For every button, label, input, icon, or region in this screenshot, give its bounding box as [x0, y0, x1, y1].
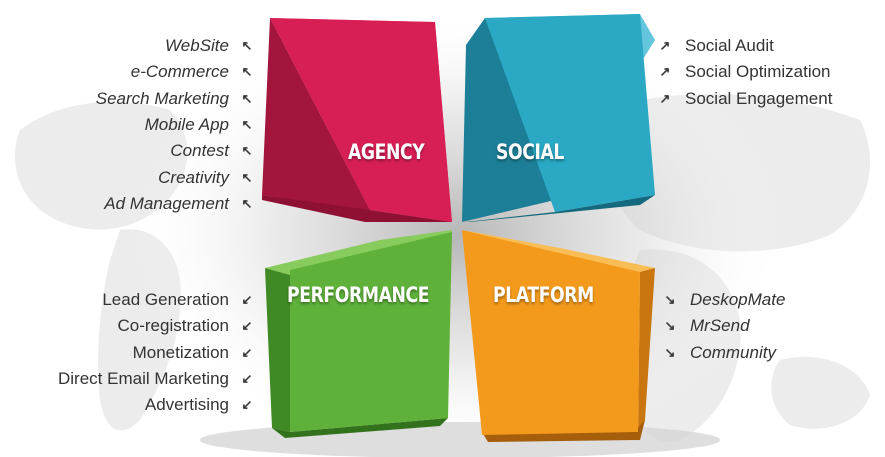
performance-service-list: Lead Generation ↙ Co-registration ↙ Moneti…	[58, 287, 257, 418]
list-item[interactable]: Creativity ↖	[96, 164, 257, 190]
agency-block-bottom	[262, 195, 452, 222]
list-item[interactable]: Advertising ↙	[58, 392, 257, 418]
arrow-down-left-icon: ↙	[241, 371, 253, 387]
arrow-down-right-icon: ↘	[664, 292, 676, 308]
performance-block[interactable]	[265, 230, 452, 438]
arrow-up-left-icon: ↖	[241, 143, 253, 159]
list-item[interactable]: ↗ Social Audit	[655, 33, 832, 59]
arrow-up-left-icon: ↖	[241, 195, 253, 211]
agency-service-list: WebSite ↖ e-Commerce ↖ Search Marketing ↖ M…	[96, 33, 257, 217]
arrow-down-left-icon: ↙	[241, 318, 253, 334]
list-item[interactable]: Direct Email Marketing ↙	[58, 366, 257, 392]
list-item[interactable]: e-Commerce ↖	[96, 59, 257, 85]
service-label: Co-registration	[117, 316, 230, 336]
agency-block-front	[270, 18, 452, 222]
performance-block-front	[290, 232, 452, 432]
agency-block-side	[262, 18, 370, 210]
arrow-down-left-icon: ↙	[241, 292, 253, 308]
service-label: Advertising	[144, 395, 229, 415]
arrow-down-right-icon: ↘	[664, 318, 676, 334]
service-label: Ad Management	[104, 193, 229, 213]
arrow-up-left-icon: ↖	[241, 64, 253, 80]
performance-block-side	[265, 268, 290, 432]
performance-label: PERFORMANCE	[287, 283, 430, 307]
list-item[interactable]: ↗ Social Optimization	[655, 59, 832, 85]
service-label: Monetization	[132, 342, 229, 362]
service-label: Contest	[170, 141, 229, 161]
social-label: SOCIAL	[496, 140, 564, 164]
service-label: Direct Email Marketing	[58, 369, 229, 389]
list-item[interactable]: ↘ MrSend	[660, 313, 785, 339]
platform-block-top	[462, 230, 655, 275]
arrow-up-right-icon: ↗	[659, 38, 671, 54]
arrow-up-left-icon: ↖	[241, 90, 253, 106]
list-item[interactable]: Search Marketing ↖	[96, 86, 257, 112]
list-item[interactable]: Lead Generation ↙	[58, 287, 257, 313]
service-label: Search Marketing	[95, 88, 229, 108]
arrow-down-left-icon: ↙	[241, 344, 253, 360]
list-item[interactable]: Mobile App ↖	[96, 112, 257, 138]
list-item[interactable]: Contest ↖	[96, 138, 257, 164]
platform-service-list: ↘ DeskopMate ↘ MrSend ↘ Community	[660, 287, 786, 366]
social-block[interactable]	[462, 14, 655, 222]
service-label: Social Optimization	[685, 62, 831, 82]
social-service-list: ↗ Social Audit ↗ Social Optimization ↗ Soci…	[655, 33, 833, 112]
list-item[interactable]: Monetization ↙	[58, 340, 257, 366]
arrow-up-left-icon: ↖	[241, 117, 253, 133]
social-block-front	[485, 14, 655, 212]
service-label: Creativity	[158, 167, 229, 187]
social-block-side	[462, 18, 555, 222]
service-label: WebSite	[165, 36, 229, 56]
service-label: Lead Generation	[102, 290, 229, 310]
list-item[interactable]: ↘ DeskopMate	[660, 287, 786, 313]
service-label: Social Audit	[685, 36, 774, 56]
service-label: Mobile App	[144, 115, 229, 135]
service-label: Community	[690, 342, 776, 362]
agency-block[interactable]	[262, 18, 452, 222]
list-item[interactable]: ↘ Community	[660, 340, 785, 366]
arrow-up-left-icon: ↖	[241, 169, 253, 185]
platform-block-front	[462, 230, 640, 435]
service-label: e-Commerce	[130, 62, 229, 82]
service-label: Social Engagement	[685, 88, 833, 108]
arrow-down-right-icon: ↘	[664, 344, 676, 360]
arrow-down-left-icon: ↙	[241, 397, 253, 413]
platform-label: PLATFORM	[493, 283, 594, 307]
arrow-up-left-icon: ↖	[241, 38, 253, 54]
list-item[interactable]: Ad Management ↖	[96, 191, 257, 217]
platform-block-side	[638, 268, 655, 432]
service-label: DeskopMate	[690, 290, 786, 310]
arrow-up-right-icon: ↗	[659, 64, 671, 80]
performance-block-top	[265, 230, 452, 275]
performance-block-bottom	[272, 418, 448, 438]
list-item[interactable]: Co-registration ↙	[58, 313, 257, 339]
list-item[interactable]: WebSite ↖	[96, 33, 257, 59]
list-item[interactable]: ↗ Social Engagement	[655, 86, 833, 112]
service-label: MrSend	[690, 316, 750, 336]
arrow-up-right-icon: ↗	[659, 90, 671, 106]
agency-label: AGENCY	[348, 140, 425, 164]
platform-block[interactable]	[462, 230, 655, 442]
